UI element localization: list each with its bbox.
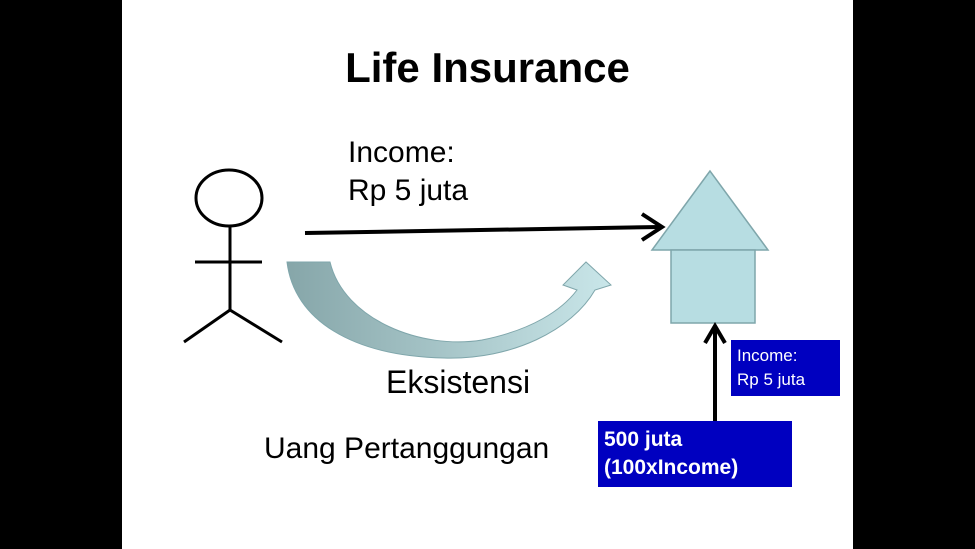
stick-figure-icon <box>183 168 283 344</box>
income-label-line2: Rp 5 juta <box>348 174 469 207</box>
income-label: Income: Rp 5 juta <box>348 134 468 210</box>
income-box-line2: Rp 5 juta <box>737 370 806 389</box>
slide-title: Life Insurance <box>345 44 630 91</box>
income-box-line1: Income: <box>737 346 798 365</box>
existence-label: Eksistensi <box>386 364 531 400</box>
income-arrow <box>304 212 666 242</box>
sum-box-line2: (100xIncome) <box>604 456 739 479</box>
income-label-line1: Income: <box>348 136 455 169</box>
sum-assured-box: 500 juta (100xIncome) <box>598 421 792 487</box>
slide: Life Insurance Income: Rp 5 juta Eksiste… <box>122 0 853 549</box>
sum-assured-label: Uang Pertanggungan <box>264 432 550 465</box>
up-arrow <box>703 322 727 421</box>
income-box: Income: Rp 5 juta <box>731 340 840 396</box>
curved-arrow <box>286 261 612 359</box>
house-icon <box>650 169 770 324</box>
diagram-graphics <box>183 168 770 421</box>
sum-box-line1: 500 juta <box>604 428 683 451</box>
